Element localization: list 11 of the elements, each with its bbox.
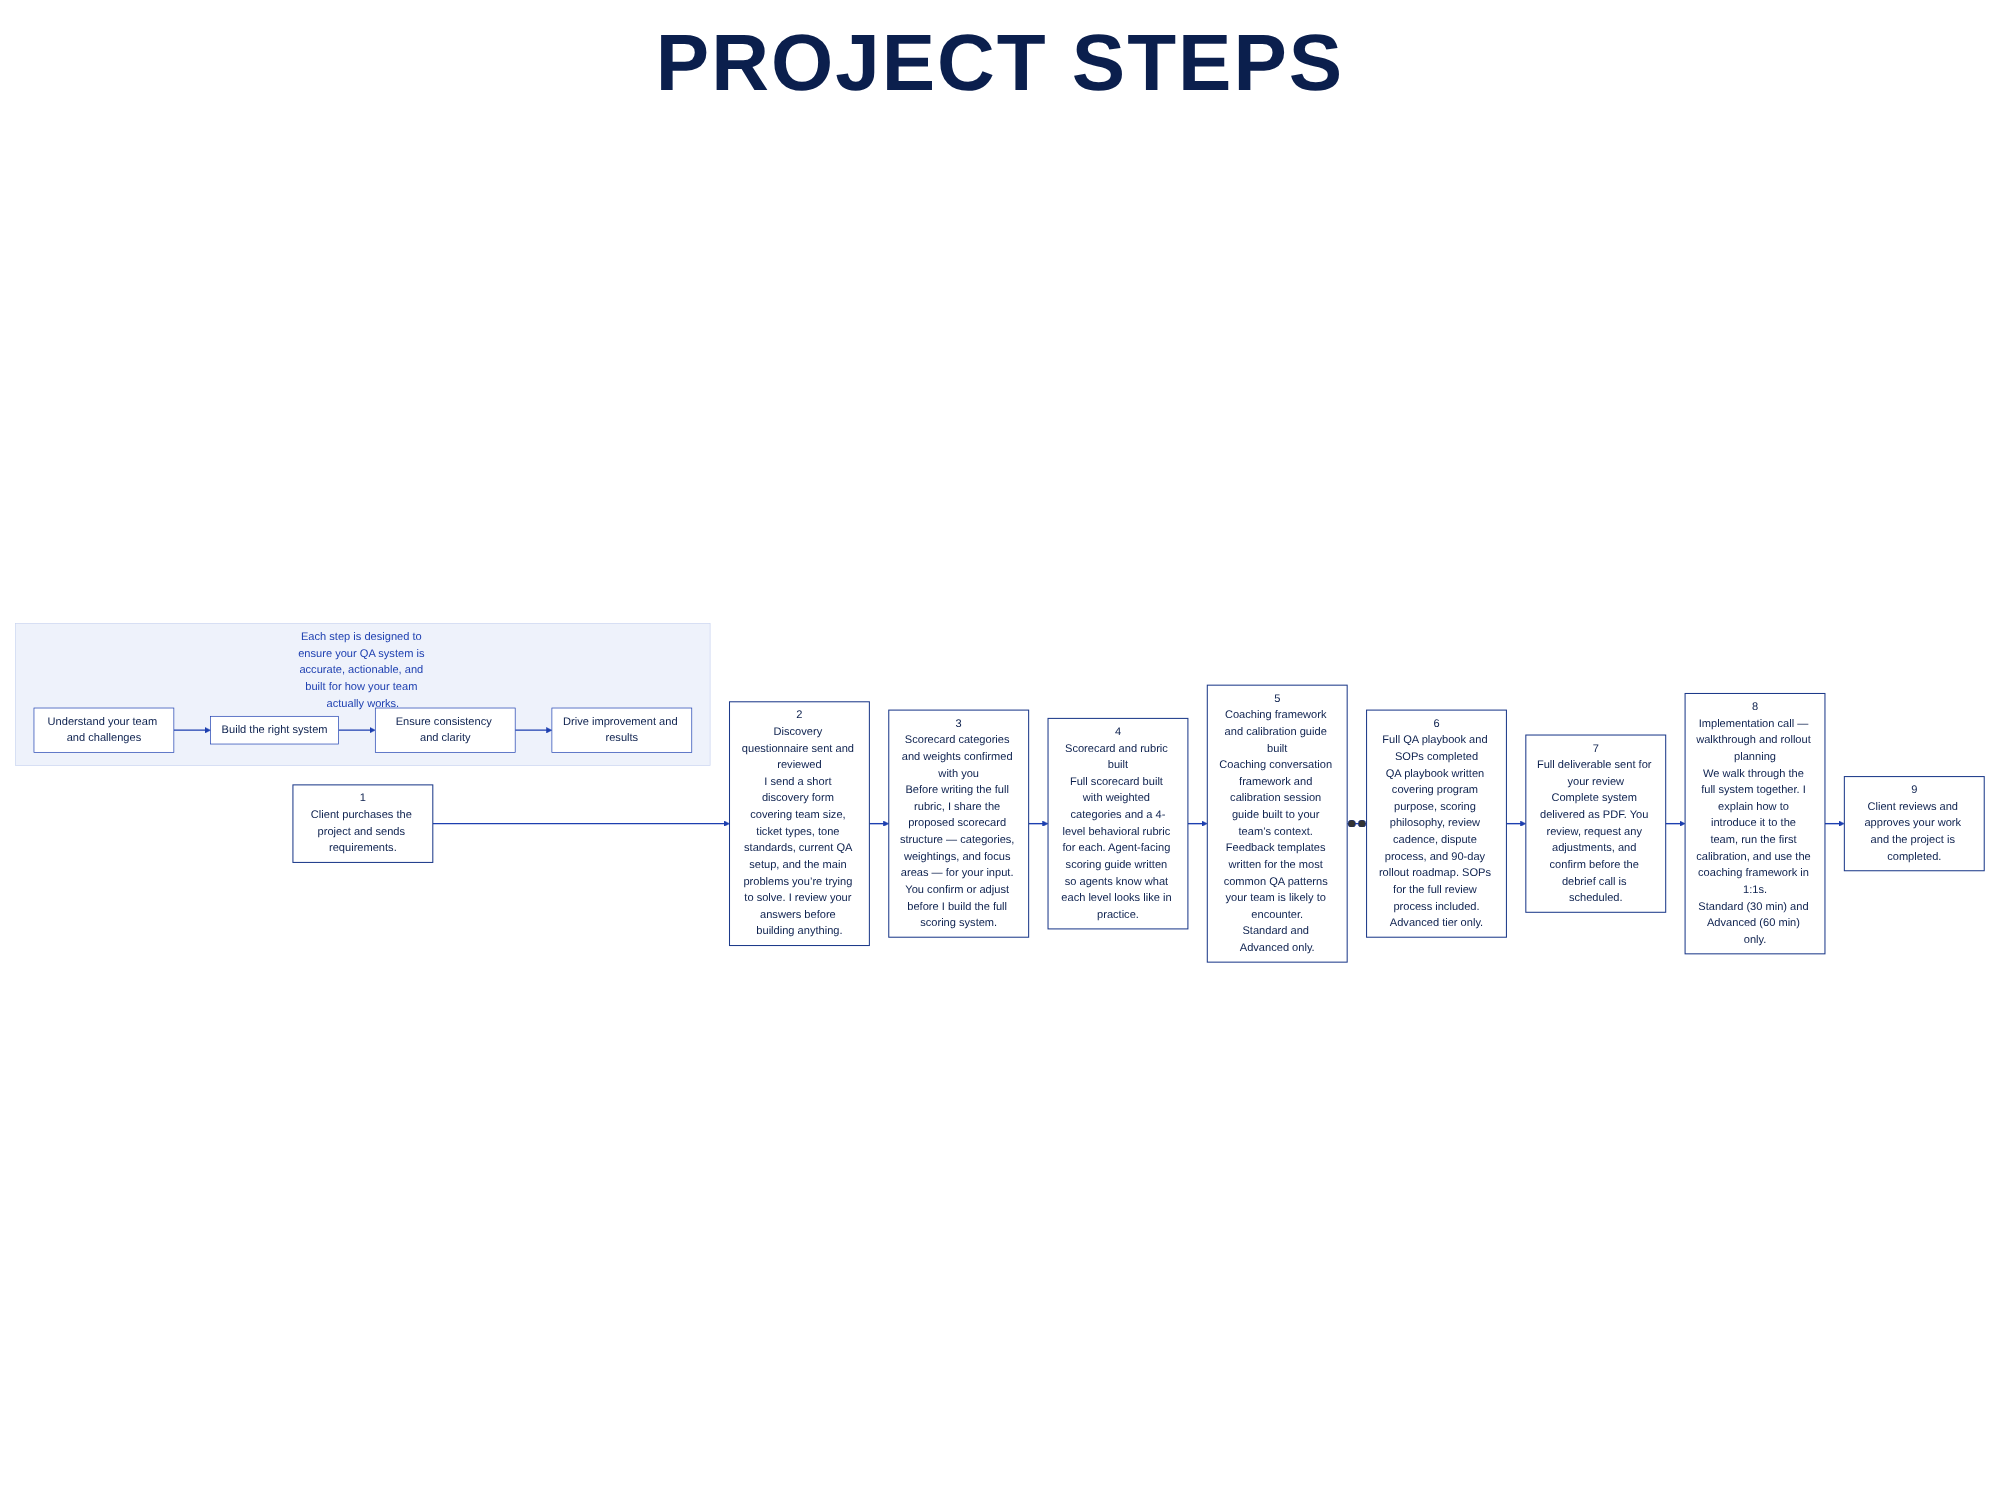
arrow bbox=[1187, 819, 1208, 826]
arrow bbox=[173, 726, 211, 733]
arrow bbox=[1505, 819, 1527, 826]
arrow bbox=[338, 726, 376, 733]
title: PROJECT STEPS bbox=[653, 20, 1347, 110]
arrow bbox=[1824, 819, 1845, 826]
connector bbox=[1346, 818, 1368, 827]
arrow bbox=[1665, 819, 1686, 826]
arrow bbox=[1028, 819, 1049, 826]
arrow bbox=[432, 819, 730, 826]
arrow bbox=[514, 726, 553, 733]
